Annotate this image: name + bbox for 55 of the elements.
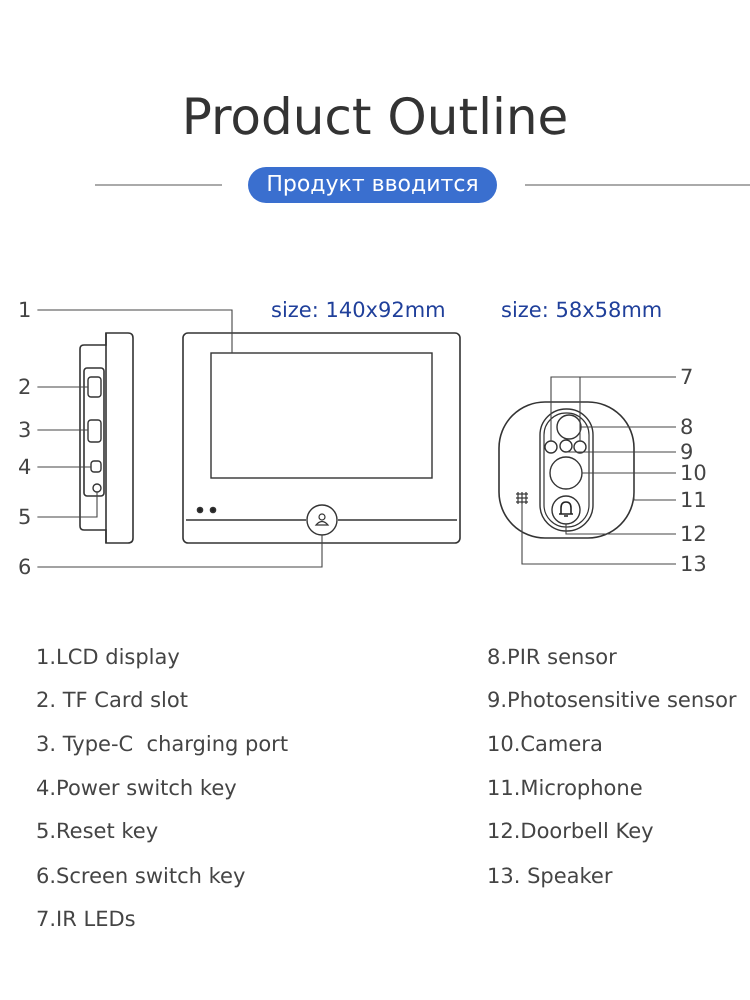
title: Product Outline (180, 88, 570, 146)
callout-number: 8 (680, 414, 694, 440)
callout-number: 2 (18, 374, 32, 400)
part-list-item: 13. Speaker (487, 863, 612, 889)
pir-sensor-lens (556, 414, 582, 440)
size-note: size: 58x58mm (501, 297, 662, 323)
doorbell-button (551, 495, 581, 525)
speaker-grille-icon (516, 492, 528, 504)
card-slot (87, 376, 102, 398)
callout-number: 1 (18, 297, 32, 323)
part-list-item: 6.Screen switch key (36, 863, 246, 889)
callout-number: 12 (680, 521, 707, 547)
callout-number: 13 (680, 551, 707, 577)
leader-line (37, 386, 89, 388)
camera-lens (549, 456, 583, 490)
part-list-item: 2. TF Card slot (36, 687, 188, 713)
part-list-item: 7.IR LEDs (36, 906, 136, 932)
leader-line (565, 524, 676, 535)
part-list-item: 8.PIR sensor (487, 644, 617, 670)
callout-number: 7 (680, 364, 694, 390)
doorbell-housing (498, 401, 635, 539)
leader-line (37, 492, 98, 518)
part-list-item: 9.Photosensitive sensor (487, 687, 737, 713)
leader-line (521, 504, 676, 565)
part-list-item: 5.Reset key (36, 818, 158, 844)
heading-pill: Продукт вводится (248, 167, 497, 203)
leader-line (579, 376, 676, 441)
screen-switch-button (306, 504, 338, 536)
leader-line (580, 426, 676, 428)
leader-line (37, 429, 89, 432)
part-list-item: 10.Camera (487, 731, 603, 757)
leader-line (37, 535, 323, 568)
part-list-item: 1.LCD display (36, 644, 180, 670)
reset-button (92, 483, 102, 493)
leader-line (565, 451, 676, 453)
power-switch (90, 460, 102, 473)
part-list-item: 4.Power switch key (36, 775, 237, 801)
leader-line (633, 470, 676, 501)
callout-number: 6 (18, 554, 32, 580)
part-list-item: 11.Microphone (487, 775, 643, 801)
part-list-item: 3. Type-C charging port (36, 731, 288, 757)
callout-number: 3 (18, 417, 32, 443)
part-list-item: 12.Doorbell Key (487, 818, 654, 844)
ir-led (544, 440, 558, 454)
leader-line (581, 472, 676, 474)
ir-led (573, 440, 587, 454)
lcd-screen (210, 352, 433, 479)
callout-number: 4 (18, 454, 32, 480)
callout-number: 11 (680, 487, 707, 513)
leader-line (37, 466, 92, 468)
size-note: size: 140x92mm (271, 297, 446, 323)
leader-line (37, 309, 233, 353)
photosensitive-sensor (559, 439, 573, 453)
charging-port (87, 419, 102, 443)
callout-number: 5 (18, 504, 32, 530)
